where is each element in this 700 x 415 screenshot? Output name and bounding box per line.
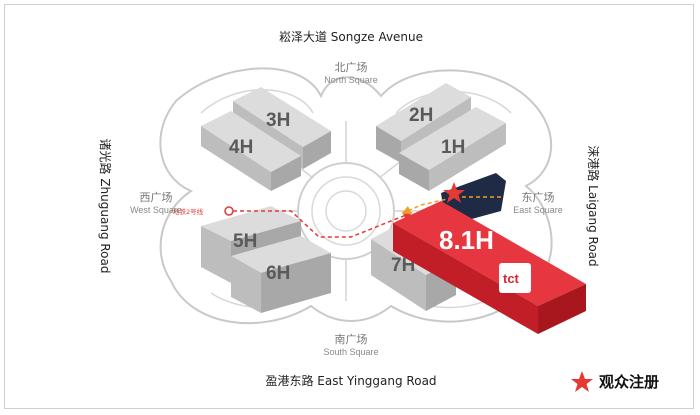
square-east-en: East Square [513,205,563,215]
hall-label-4h: 4H [229,137,253,158]
venue-map: 3H 4H 2H 1H 5H 6H 7H [98,30,659,392]
central-hub-mid [311,176,381,246]
square-east-cn: 东广场 [522,190,555,204]
metro-station: 地铁2号线 [173,206,234,216]
hall-label-6h: 6H [266,263,290,284]
square-south-cn: 南广场 [335,332,368,346]
square-west-cn: 西广场 [140,190,173,204]
metro-route-red [233,210,413,238]
square-west-en: West Square [130,205,182,215]
square-north-cn: 北广场 [335,60,368,74]
square-north-en: North Square [324,75,378,85]
legend: 观众注册 [571,371,659,392]
metro-icon [224,206,234,216]
hall-label-1h: 1H [441,137,465,158]
east-route-orange [401,196,501,215]
map-frame: 3H 4H 2H 1H 5H 6H 7H [4,4,694,409]
tct-badge-text: tct [503,271,520,286]
hall-1h[interactable]: 1H [399,107,506,191]
central-hub-inner [325,190,367,232]
registration-star-icon[interactable] [443,182,465,203]
legend-label: 观众注册 [599,373,659,391]
hall-8-1h[interactable]: 8.1H tct [393,201,586,334]
hall-label-3h: 3H [266,110,290,131]
hall-label-8-1h: 8.1H [439,225,494,255]
square-south-en: South Square [323,347,378,357]
legend-star-icon [571,371,593,392]
hall-label-5h: 5H [233,231,257,252]
tct-badge [499,263,531,293]
road-west: 诸光路 Zhuguang Road [98,139,113,274]
road-south: 盈港东路 East Yinggang Road [265,373,436,388]
road-east: 涞港路 Laigang Road [586,145,601,266]
hall-label-2h: 2H [409,105,433,126]
road-north: 崧泽大道 Songze Avenue [279,30,423,44]
hall-4h[interactable]: 4H [201,111,301,191]
metro-label: 地铁2号线 [173,207,204,216]
hall-6h[interactable]: 6H [231,236,331,313]
